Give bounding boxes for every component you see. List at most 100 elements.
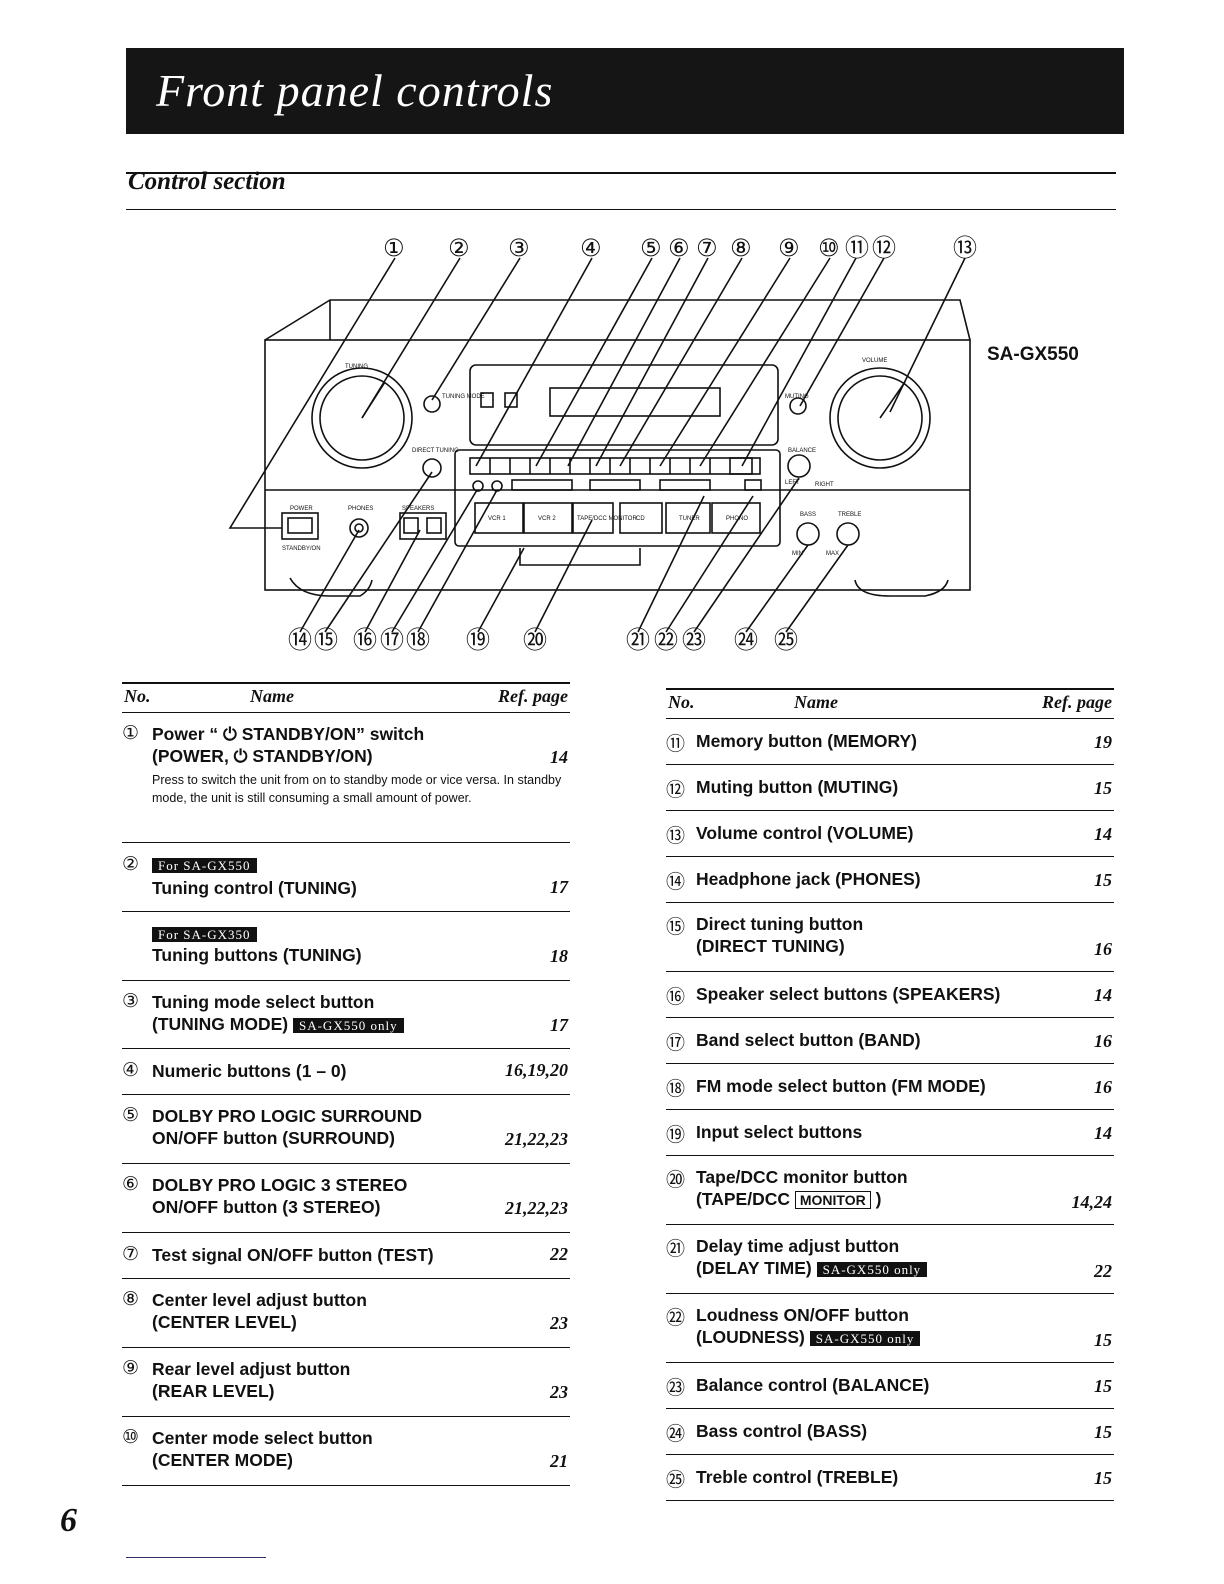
right-table: No. Name Ref. page ⑪ Memory button (MEMO… [666,688,1114,1501]
label-volume: VOLUME [862,358,887,364]
item-description: Press to switch the unit from on to stan… [152,773,562,805]
item-name: Direct tuning button [696,914,864,934]
item-ref-page: 16,19,20 [505,1060,568,1080]
item-number: ⑯ [666,986,686,1008]
table-row: ⑱ FM mode select button (FM MODE) 16 [666,1064,1114,1110]
table-row: ⑥ DOLBY PRO LOGIC 3 STEREO ON/OFF button… [122,1164,570,1233]
table-row: ㉑ Delay time adjust button (DELAY TIME) … [666,1225,1114,1294]
header-name: Name [250,686,294,706]
item-name: Bass control (BASS) [696,1421,868,1441]
item-ref-page: 16 [1094,1077,1112,1097]
item-ref-page: 15 [1094,1376,1112,1396]
label-speakers: SPEAKERS [402,506,434,512]
item-number: ⑥ [122,1173,140,1195]
callout-13: ⑬ [953,234,977,262]
item-name: Rear level adjust button [152,1359,351,1379]
label-bass: BASS [800,512,816,518]
label-tape: TAPE/DCC MONITOR [577,516,637,522]
table-header: No. Name Ref. page [666,688,1114,719]
table-row: ⑬ Volume control (VOLUME) 14 [666,811,1114,857]
model-label: SA-GX550 [987,344,1079,365]
page-title: Front panel controls [156,65,554,116]
callout-7: ⑦ [696,234,718,262]
callout-1: ① [383,234,405,262]
item-ref-page: 14 [550,747,568,767]
callout-12: ⑫ [872,234,896,262]
item-name-cont: (TUNING MODE) [152,1014,289,1034]
item-ref-page: 21 [550,1451,568,1471]
item-name: Loudness ON/OFF button [696,1305,909,1325]
label-balance: BALANCE [788,448,816,454]
item-ref-page: 15 [1094,1422,1112,1442]
callout-9: ⑨ [778,234,800,262]
table-row: ㉓ Balance control (BALANCE) 15 [666,1363,1114,1409]
table-header: No. Name Ref. page [122,682,570,713]
label-phono: PHONO [726,516,748,522]
tuning-knob [311,367,413,469]
item-name-cont: (CENTER LEVEL) [152,1312,297,1332]
callout-25: ㉕ [774,626,798,654]
table-row: For SA-GX350 Tuning buttons (TUNING) 18 [122,912,570,981]
footer-rule [126,1557,266,1558]
callout-15: ⑮ [314,626,338,654]
table-row: ⑤ DOLBY PRO LOGIC SURROUND ON/OFF button… [122,1095,570,1164]
header-ref: Ref. page [1042,692,1112,712]
callout-20: ⑳ [523,626,547,654]
item-name: Center level adjust button [152,1290,367,1310]
callout-10: ⑩ [818,234,840,262]
table-row: ㉔ Bass control (BASS) 15 [666,1409,1114,1455]
item-ref-page: 19 [1094,732,1112,752]
front-panel-diagram: POWER STANDBY/ON PHONES SPEAKERS TUNING … [228,257,971,633]
table-row: ⑳ Tape/DCC monitor button (TAPE/DCC MONI… [666,1156,1114,1225]
item-number: ⑳ [666,1169,686,1191]
item-name-cont: ON/OFF button (3 STEREO) [152,1197,381,1217]
item-ref-page: 17 [550,1015,568,1035]
item-number: ㉔ [666,1423,686,1445]
table-row: ① Power “ ⏻ STANDBY/ON” switch (POWER, ⏻… [122,713,570,843]
label-vcr2: VCR 2 [538,516,556,522]
item-number: ⑬ [666,825,686,847]
table-row: ⑦ Test signal ON/OFF button (TEST) 22 [122,1233,570,1279]
item-number: ㉕ [666,1469,686,1491]
label-muting: MUTING [785,394,809,400]
item-number: ⑰ [666,1032,686,1054]
table-row: ⑮ Direct tuning button (DIRECT TUNING) 1… [666,903,1114,972]
table-row: ⑰ Band select button (BAND) 16 [666,1018,1114,1064]
item-name-cont: ON/OFF button (SURROUND) [152,1128,396,1148]
item-ref-page: 14 [1094,824,1112,844]
section-rule-top [126,172,1116,174]
item-number: ⑱ [666,1078,686,1100]
item-ref-page: 15 [1094,778,1112,798]
item-number: ㉑ [666,1238,686,1260]
callout-11: ⑪ [845,234,869,262]
model-badge: For SA-GX350 [152,926,257,942]
table-row: ④ Numeric buttons (1 – 0) 16,19,20 [122,1049,570,1095]
item-name: Center mode select button [152,1428,373,1448]
item-ref-page: 16 [1094,1031,1112,1051]
item-number: ⑫ [666,779,686,801]
item-name: Tuning control (TUNING) [152,878,357,898]
label-phones: PHONES [348,506,373,512]
callout-18: ⑱ [406,626,430,654]
item-ref-page: 18 [550,946,568,966]
item-name: Input select buttons [696,1122,863,1142]
table-row: ⑲ Input select buttons 14 [666,1110,1114,1156]
callout-6: ⑥ [668,234,690,262]
item-name: Tuning buttons (TUNING) [152,945,362,965]
item-number: ② [122,853,140,875]
item-number: ⑲ [666,1124,686,1146]
left-table: No. Name Ref. page ① Power “ ⏻ STANDBY/O… [122,682,570,1486]
callout-4: ④ [580,234,602,262]
callout-14: ⑭ [288,626,312,654]
item-name-cont: (TAPE/DCC [696,1189,795,1209]
label-standby: STANDBY/ON [282,546,321,552]
callout-16: ⑯ [353,626,377,654]
item-name: Speaker select buttons (SPEAKERS) [696,984,1001,1004]
item-name-cont: (REAR LEVEL) [152,1381,275,1401]
table-row: ③ Tuning mode select button (TUNING MODE… [122,981,570,1049]
table-row: ⑭ Headphone jack (PHONES) 15 [666,857,1114,903]
label-cd: CD [636,516,645,522]
callout-21: ㉑ [626,626,650,654]
callout-22: ㉒ [654,626,678,654]
model-badge: SA-GX550 only [809,1330,921,1346]
